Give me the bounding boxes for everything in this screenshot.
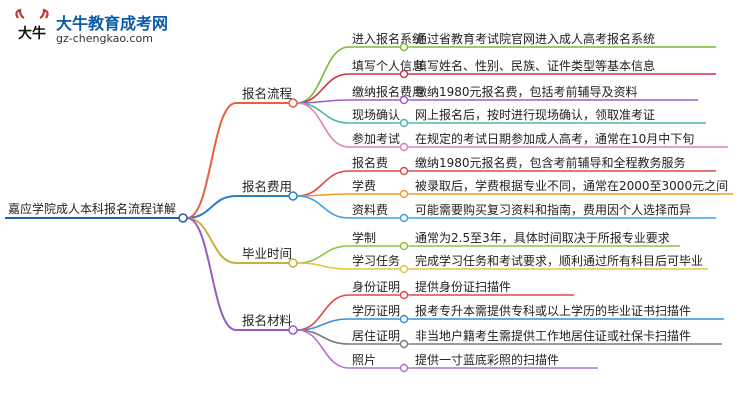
- item-label: 报名费: [352, 155, 388, 170]
- branch-label: 毕业时间: [242, 246, 292, 261]
- item-description: 在规定的考试日期参加成人高考，通常在10月中下旬: [415, 131, 694, 146]
- root-branch-connector: [186, 217, 237, 264]
- item-label: 学历证明: [352, 303, 400, 318]
- item-description: 通常为2.5至3年，具体时间取决于所报专业要求: [415, 230, 670, 245]
- branch-item-connector: [296, 102, 350, 124]
- item-description: 报考专升本需提供专科或以上学历的毕业证书扫描件: [415, 303, 691, 318]
- item-label: 资料费: [352, 203, 388, 217]
- branch-label: 报名流程: [242, 86, 293, 101]
- branch-node-circle: [288, 98, 298, 108]
- item-label: 现场确认: [352, 108, 400, 122]
- item-node-circle: [399, 142, 409, 152]
- item-description: 缴纳1980元报名费，包含考前辅导和全程教务服务: [415, 155, 686, 170]
- branch-item-connector: [296, 102, 350, 148]
- item-node-circle: [399, 95, 409, 105]
- item-label: 缴纳报名费用: [352, 84, 424, 99]
- item-description: 非当地户籍考生需提供工作地居住证或社保卡扫描件: [415, 328, 691, 343]
- item-label: 居住证明: [352, 329, 400, 343]
- item-label: 学习任务: [352, 253, 400, 268]
- mindmap-connectors: [186, 46, 350, 369]
- root-branch-connector: [186, 102, 237, 219]
- item-label: 照片: [352, 353, 376, 367]
- branch-node-circle: [288, 191, 298, 201]
- item-description: 提供身份证扫描件: [415, 279, 511, 294]
- branch-label: 报名费用: [242, 179, 292, 194]
- item-label: 填写个人信息: [352, 58, 424, 73]
- item-node-circle: [399, 314, 409, 324]
- item-label: 学费: [352, 178, 376, 193]
- item-node-circle: [399, 241, 409, 251]
- branch-item-connector: [296, 46, 350, 104]
- site-logo[interactable]: 大牛 大牛教育成考网 gz-chengkao.com: [10, 8, 200, 50]
- item-description: 填写姓名、性别、民族、证件类型等基本信息: [415, 58, 655, 73]
- item-node-circle: [399, 363, 409, 373]
- branch-item-connector: [296, 195, 350, 219]
- item-node-circle: [399, 118, 409, 128]
- logo-title: 大牛教育成考网: [56, 14, 169, 33]
- root-label: 嘉应学院成人本科报名流程详解: [8, 201, 176, 216]
- branch-item-connector: [296, 73, 350, 104]
- root-branch-connector: [186, 217, 237, 331]
- mindmap-nodes: 嘉应学院成人本科报名流程详解 报名流程 进入报名系统通过省教育考试院官网进入成人高考…: [5, 31, 733, 373]
- branch-node-circle: [288, 258, 298, 268]
- branch-item-connector: [296, 262, 350, 270]
- branch-node-circle: [288, 325, 298, 335]
- item-node-circle: [399, 166, 409, 176]
- item-label: 进入报名系统: [352, 31, 424, 46]
- item-node-circle: [399, 290, 409, 300]
- item-description: 可能需要购买复习资料和指南，费用因个人选择而异: [415, 202, 691, 217]
- item-node-circle: [399, 339, 409, 349]
- logo-mark-text: 大牛: [18, 25, 46, 42]
- item-description: 网上报名后，按时进行现场确认，领取准考证: [415, 107, 655, 122]
- item-node-circle: [399, 189, 409, 199]
- item-node-circle: [399, 213, 409, 223]
- item-label: 学制: [352, 230, 376, 245]
- item-label: 身份证明: [352, 279, 400, 294]
- ox-head-logo-icon: 大牛: [15, 8, 49, 42]
- logo-url: gz-chengkao.com: [56, 32, 153, 45]
- branch-label: 报名材料: [242, 313, 293, 328]
- item-node-circle: [399, 42, 409, 52]
- item-description: 通过省教育考试院官网进入成人高考报名系统: [415, 31, 655, 46]
- item-description: 提供一寸蓝底彩照的扫描件: [415, 352, 559, 367]
- branch-item-connector: [296, 245, 350, 264]
- branch-item-connector: [296, 329, 350, 369]
- branch-item-connector: [296, 170, 350, 197]
- item-description: 完成学习任务和考试要求，顺利通过所有科目后可毕业: [415, 253, 703, 268]
- item-node-circle: [399, 69, 409, 79]
- root-node-circle: [178, 213, 188, 223]
- item-label: 参加考试: [352, 131, 400, 146]
- root-branch-connector: [186, 195, 237, 219]
- item-description: 缴纳1980元报名费，包括考前辅导及资料: [415, 84, 638, 99]
- item-node-circle: [399, 264, 409, 274]
- item-description: 被录取后，学费根据专业不同，通常在2000至3000元之间: [415, 178, 728, 193]
